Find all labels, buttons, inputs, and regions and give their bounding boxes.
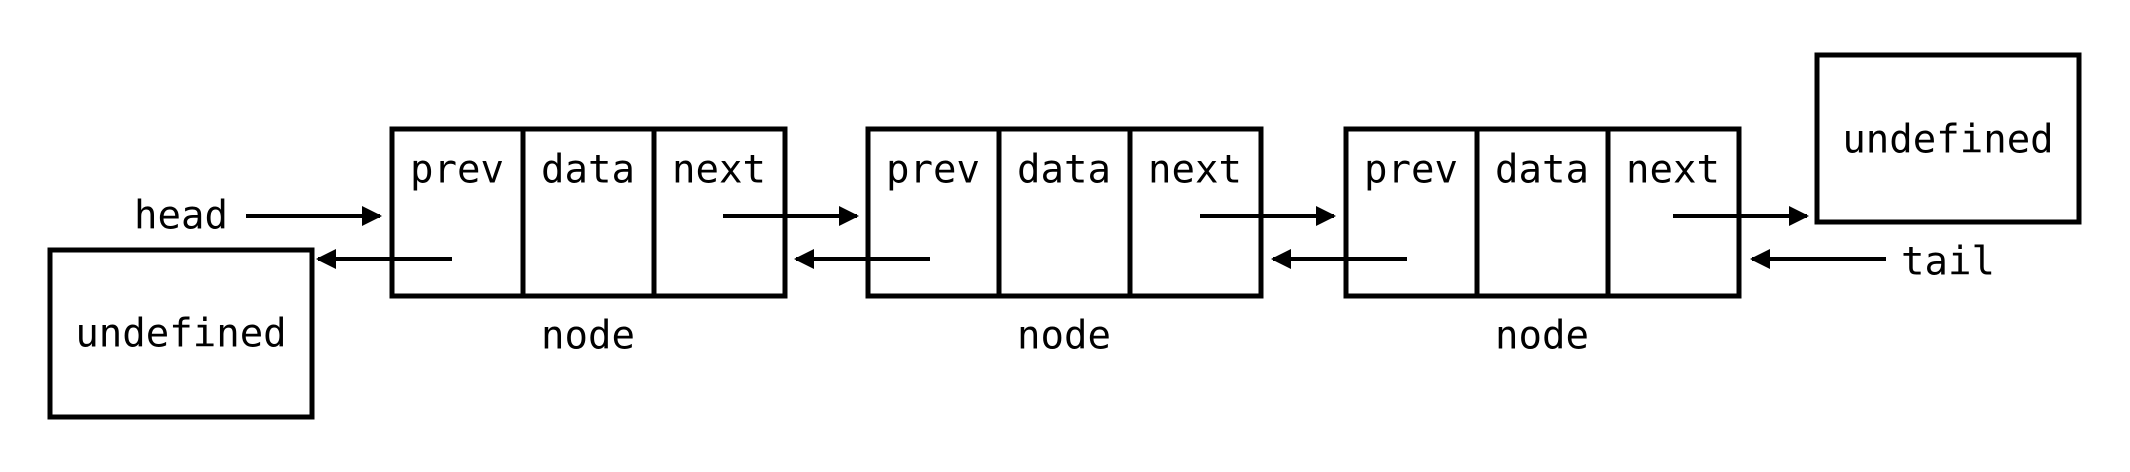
tail-null-label: undefined [1842,118,2053,163]
head-null-box: undefined [47,247,315,420]
tail-null-box: undefined [1814,52,2082,225]
node-2-field-prev: prev [886,148,980,193]
node-3-field-next: next [1626,148,1720,193]
node-2-field-data: data [1017,148,1111,193]
node-1-field-next: next [672,148,766,193]
node-2-caption: node [1017,314,1111,359]
node-1-field-data: data [541,148,635,193]
node-1: prev data next node [389,126,788,359]
node-3-field-data: data [1495,148,1589,193]
tail-label: tail [1901,240,1995,285]
head-label: head [134,194,228,239]
node-1-field-prev: prev [410,148,504,193]
node-3-field-prev: prev [1364,148,1458,193]
head-null-label: undefined [75,312,286,357]
node-3: prev data next node [1343,126,1742,359]
node-2: prev data next node [865,126,1264,359]
node-1-caption: node [541,314,635,359]
node-2-field-next: next [1148,148,1242,193]
node-3-caption: node [1495,314,1589,359]
